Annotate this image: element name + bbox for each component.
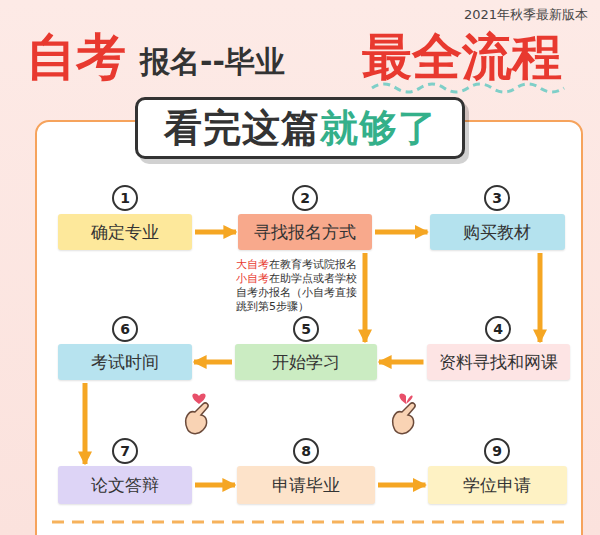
callout-number: 3 xyxy=(484,185,510,211)
process-box: 购买教材 xyxy=(430,214,565,250)
step-text: 论文答辩 xyxy=(91,475,159,495)
title-part: 自考 xyxy=(26,24,126,91)
callout-number: 6 xyxy=(112,316,138,342)
step-text: 看完这篇 xyxy=(164,106,320,150)
callout-number: 7 xyxy=(112,438,138,464)
callout-number: 4 xyxy=(485,316,511,342)
version-note: 2021年秋季最新版本 xyxy=(464,6,588,24)
dashed-divider xyxy=(52,521,570,524)
step-text: 考试时间 xyxy=(91,352,159,372)
step-text: 就够了 xyxy=(320,106,437,150)
flow-arrow xyxy=(379,360,424,365)
title-part: 最全流程 xyxy=(362,24,562,91)
step-text: 购买教材 xyxy=(463,222,531,242)
step-text: 确定专业 xyxy=(91,222,159,242)
heart-shape xyxy=(399,394,412,404)
text-group: 论文答辩 xyxy=(91,474,159,497)
flow-arrow xyxy=(195,230,236,235)
process-box: 确定专业 xyxy=(58,214,192,250)
hand-shape xyxy=(186,403,208,434)
note-text: 大自考 xyxy=(236,258,269,271)
process-box: 开始学习 xyxy=(235,344,377,380)
callout-number: 8 xyxy=(293,438,319,464)
note-text: 在教育考试院报名 xyxy=(269,258,357,271)
callout-number: 5 xyxy=(293,316,319,342)
process-box: 学位申请 xyxy=(428,466,567,504)
step-text: 学位申请 xyxy=(463,475,531,495)
flow-arrow xyxy=(538,253,543,342)
process-box: 申请毕业 xyxy=(237,466,375,504)
text-group: 申请毕业 xyxy=(272,474,340,497)
text-group: 考试时间 xyxy=(91,351,159,374)
text-group: 开始学习 xyxy=(272,351,340,374)
callout-number: 1 xyxy=(112,185,138,211)
step-text: 资料寻找和网课 xyxy=(439,352,558,372)
flow-arrow xyxy=(375,230,428,235)
text-group: 确定专业 xyxy=(91,221,159,244)
flow-arrow xyxy=(194,360,232,365)
callout-number: 2 xyxy=(292,185,318,211)
text-group: 购买教材 xyxy=(463,221,531,244)
flow-arrow xyxy=(83,383,88,464)
process-box: 资料寻找和网课 xyxy=(427,344,570,380)
step-text: 寻找报名方式 xyxy=(254,222,356,242)
step-text: 申请毕业 xyxy=(272,475,340,495)
flow-arrow xyxy=(363,253,368,342)
process-box: 寻找报名方式 xyxy=(238,214,372,250)
callout-number: 9 xyxy=(484,438,510,464)
text-group: 学位申请 xyxy=(463,474,531,497)
note-text: 小自考 xyxy=(236,272,269,285)
text-group: 看完这篇就够了 xyxy=(164,103,437,154)
heart-shape xyxy=(192,394,205,404)
note-block: 大自考在教育考试院报名小自考在助学点或者学校自考办报名（小自考直接跳到第5步骤） xyxy=(236,258,360,314)
title-part: 报名--毕业 xyxy=(140,42,285,83)
step-text: 开始学习 xyxy=(272,352,340,372)
finger-heart-icon xyxy=(393,394,415,434)
process-box: 考试时间 xyxy=(58,344,192,380)
hand-shape xyxy=(393,403,415,434)
process-box: 论文答辩 xyxy=(58,466,192,504)
banner-box: 看完这篇就够了 xyxy=(135,97,465,159)
flow-arrow xyxy=(195,483,235,488)
flow-arrow xyxy=(378,483,426,488)
finger-heart-icon xyxy=(186,394,208,434)
text-group: 资料寻找和网课 xyxy=(439,351,558,374)
text-group: 寻找报名方式 xyxy=(254,221,356,244)
